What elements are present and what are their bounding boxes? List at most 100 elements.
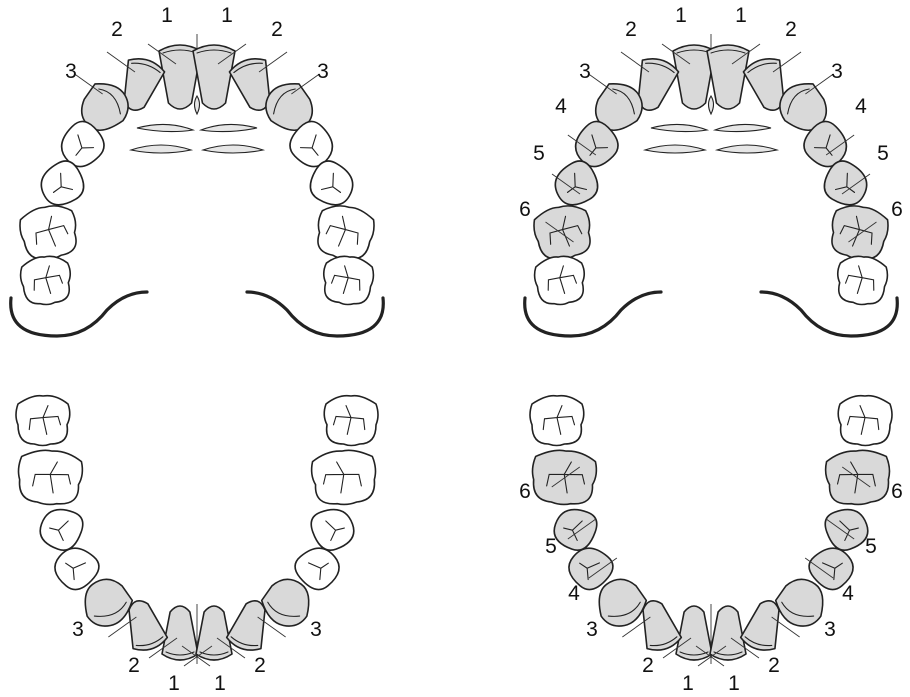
tooth-lower-right-7-crown — [838, 396, 892, 446]
tooth-lower-left-7 — [16, 396, 70, 446]
tooth-number-lower-right-4: 4 — [842, 582, 854, 605]
tooth-lower-left-6-crown — [16, 448, 84, 507]
tooth-number-upper-left-2: 2 — [625, 18, 637, 41]
tooth-upper-right-6-crown — [313, 202, 377, 263]
tooth-lower-right-5 — [307, 503, 358, 554]
tooth-lower-left-6 — [16, 448, 84, 507]
tooth-upper-right-7-crown — [321, 255, 375, 307]
tooth-number-lower-right-1: 1 — [728, 672, 740, 695]
tooth-lower-right-1-crown — [196, 606, 232, 660]
tooth-number-upper-right-2: 2 — [785, 18, 797, 41]
tooth-upper-right-7 — [321, 255, 375, 307]
tooth-lower-left-7 — [530, 396, 584, 446]
tooth-number-upper-right-6: 6 — [891, 198, 903, 221]
tooth-lower-left-5-crown — [35, 503, 86, 554]
tooth-lower-right-1 — [710, 606, 746, 660]
tooth-upper-right-7-crown — [835, 255, 889, 307]
tooth-upper-left-7 — [533, 255, 587, 307]
tooth-number-upper-left-5: 5 — [533, 142, 545, 165]
tooth-number-upper-right-3: 3 — [317, 60, 329, 83]
tooth-lower-left-6 — [530, 448, 598, 507]
tooth-lower-left-1 — [162, 606, 198, 660]
tooth-lower-right-7-crown — [324, 396, 378, 446]
palate-ruga — [131, 145, 191, 153]
tooth-lower-right-6-crown — [824, 448, 892, 507]
tooth-number-upper-right-4: 4 — [855, 95, 867, 118]
tooth-number-lower-left-3: 3 — [586, 618, 598, 641]
tooth-lower-left-7-crown — [530, 396, 584, 446]
tooth-number-upper-left-1: 1 — [675, 4, 687, 27]
tooth-number-lower-left-6: 6 — [519, 480, 531, 503]
tooth-number-lower-right-3: 3 — [310, 618, 322, 641]
tooth-upper-right-1 — [193, 45, 235, 109]
tooth-lower-left-6-crown — [530, 448, 598, 507]
tooth-number-lower-left-4: 4 — [568, 582, 580, 605]
tooth-lower-left-5-crown — [549, 503, 600, 554]
tooth-upper-right-6 — [827, 202, 891, 263]
palate-ruga — [645, 145, 705, 153]
tooth-number-lower-left-3: 3 — [72, 618, 84, 641]
tooth-lower-left-1-crown — [676, 606, 712, 660]
tooth-number-lower-left-5: 5 — [545, 535, 557, 558]
tooth-number-lower-right-5: 5 — [865, 535, 877, 558]
tooth-lower-right-1-crown — [710, 606, 746, 660]
tooth-lower-right-7 — [324, 396, 378, 446]
palate-ruga — [203, 145, 263, 153]
tooth-upper-right-7 — [835, 255, 889, 307]
tooth-number-lower-right-3: 3 — [824, 618, 836, 641]
tooth-number-upper-right-5: 5 — [877, 142, 889, 165]
palate-ruga — [715, 124, 771, 131]
tooth-upper-left-6 — [17, 202, 81, 263]
tooth-number-upper-left-6: 6 — [519, 198, 531, 221]
tooth-number-lower-left-1: 1 — [168, 672, 180, 695]
tooth-number-upper-right-1: 1 — [221, 4, 233, 27]
tooth-upper-right-6-crown — [827, 202, 891, 263]
tooth-upper-right-1-crown — [193, 45, 235, 109]
tooth-lower-right-6-crown — [310, 448, 378, 507]
tooth-lower-right-1 — [196, 606, 232, 660]
upper-arch-left-panel: 1 1 2 2 3 3 — [11, 4, 384, 336]
tooth-number-lower-right-2: 2 — [254, 654, 266, 677]
palate-ruga — [651, 124, 707, 131]
tooth-number-upper-right-2: 2 — [271, 18, 283, 41]
tooth-number-upper-right-1: 1 — [735, 4, 747, 27]
tooth-lower-left-1-crown — [162, 606, 198, 660]
incisive-papilla — [709, 96, 714, 114]
tooth-number-lower-left-2: 2 — [642, 654, 654, 677]
palate-ruga — [137, 124, 193, 131]
tooth-upper-right-1 — [707, 45, 749, 109]
tooth-upper-left-6-crown — [531, 202, 595, 263]
tooth-lower-right-7 — [838, 396, 892, 446]
tooth-lower-right-6 — [310, 448, 378, 507]
tooth-number-lower-right-6: 6 — [891, 480, 903, 503]
tooth-number-upper-left-2: 2 — [111, 18, 123, 41]
tooth-number-lower-left-1: 1 — [682, 672, 694, 695]
tooth-number-upper-left-3: 3 — [65, 60, 77, 83]
tooth-number-upper-left-1: 1 — [161, 4, 173, 27]
tooth-upper-right-6 — [313, 202, 377, 263]
tooth-upper-left-7-crown — [533, 255, 587, 307]
tooth-upper-left-6-crown — [17, 202, 81, 263]
tooth-upper-left-6 — [531, 202, 595, 263]
tooth-lower-left-7-crown — [16, 396, 70, 446]
tooth-lower-left-1 — [676, 606, 712, 660]
tooth-lower-right-6 — [824, 448, 892, 507]
tooth-upper-right-1-crown — [707, 45, 749, 109]
lower-arch-left-panel: 1 1 2 2 3 3 — [16, 396, 379, 695]
tooth-number-upper-right-3: 3 — [831, 60, 843, 83]
tooth-lower-left-5 — [549, 503, 600, 554]
tooth-number-lower-right-2: 2 — [768, 654, 780, 677]
tooth-number-upper-left-4: 4 — [555, 95, 567, 118]
palate-ruga — [201, 124, 257, 131]
palate-ruga — [717, 145, 777, 153]
tooth-lower-right-5-crown — [307, 503, 358, 554]
tooth-number-upper-left-3: 3 — [579, 60, 591, 83]
tooth-upper-left-7-crown — [19, 255, 73, 307]
tooth-upper-left-7 — [19, 255, 73, 307]
tooth-number-lower-right-1: 1 — [214, 672, 226, 695]
incisive-papilla — [195, 96, 200, 114]
tooth-number-lower-left-2: 2 — [128, 654, 140, 677]
